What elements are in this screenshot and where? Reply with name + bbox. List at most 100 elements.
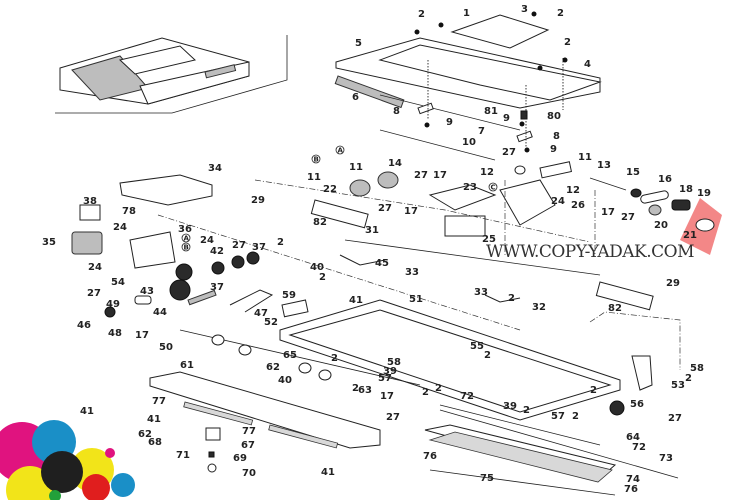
- callout-part-2: 2: [564, 37, 571, 48]
- callout-part-69: 69: [233, 453, 247, 464]
- callout-part-77: 77: [242, 426, 256, 437]
- part-42-gear: [175, 263, 193, 281]
- marker-b: [311, 154, 321, 164]
- callout-part-80: 80: [547, 111, 561, 122]
- cmyk-logo: [0, 420, 135, 500]
- part-15-shaft: [589, 177, 627, 191]
- part-24-bracket: [499, 179, 556, 226]
- callout-part-42: 42: [210, 246, 224, 257]
- top-cover-group: [334, 11, 602, 153]
- callout-part-2: 2: [418, 9, 425, 20]
- part-37-gear-3: [246, 251, 260, 265]
- callout-part-40: 40: [278, 375, 292, 386]
- callout-part-74: 74: [626, 474, 640, 485]
- assembly-line: [157, 214, 521, 331]
- callout-part-2: 2: [435, 383, 442, 394]
- part-22-roller: [349, 179, 371, 197]
- callout-part-43: 43: [140, 286, 154, 297]
- callout-part-39: 39: [383, 366, 397, 377]
- part-37-gear-2: [231, 255, 245, 269]
- inset-feeder-tray: [118, 45, 197, 75]
- callout-part-2: 2: [685, 373, 692, 384]
- callout-part-27: 27: [386, 412, 400, 423]
- part-46-gear: [104, 306, 116, 318]
- part-47-lever: [229, 289, 274, 313]
- callout-part-78: 78: [122, 206, 136, 217]
- callout-part-33: 33: [474, 287, 488, 298]
- part-23-bracket: [428, 184, 497, 211]
- callout-part-2: 2: [523, 405, 530, 416]
- part-64-strip: [439, 404, 601, 446]
- part-7-rod: [379, 94, 521, 131]
- callout-part-41: 41: [321, 467, 335, 478]
- part-10-shaft: [379, 129, 496, 161]
- part-14-roller: [377, 171, 399, 189]
- callout-part-68: 68: [148, 437, 162, 448]
- part-18-link: [640, 190, 669, 204]
- logo-circle-black: [41, 451, 83, 493]
- callout-part-19: 19: [697, 188, 711, 199]
- screw-icon: [424, 122, 430, 128]
- part-44-worm: [187, 289, 217, 306]
- logo-circle-green: [49, 490, 61, 500]
- part-67-holder: [205, 427, 221, 441]
- callout-part-9: 9: [550, 144, 557, 155]
- callout-part-76: 76: [423, 451, 437, 462]
- callout-part-59: 59: [282, 290, 296, 301]
- part-4-top-cover: [378, 44, 602, 101]
- marker-a-left: [181, 233, 191, 243]
- callout-part-62: 62: [266, 362, 280, 373]
- callout-part-2: 2: [277, 237, 284, 248]
- part-33-cable-2: [484, 294, 521, 303]
- callout-part-2: 2: [557, 8, 564, 19]
- callout-part-23: 23: [463, 182, 477, 193]
- callout-part-37: 37: [252, 242, 266, 253]
- callout-part-46: 46: [77, 320, 91, 331]
- callout-part-17: 17: [433, 170, 447, 181]
- callout-part-18: 18: [679, 184, 693, 195]
- part-37-gear: [211, 261, 225, 275]
- part-34-board: [119, 174, 213, 206]
- callout-part-4: 4: [584, 59, 591, 70]
- callout-part-27: 27: [502, 147, 516, 158]
- callout-part-82: 82: [313, 217, 327, 228]
- screw-icon: [531, 11, 537, 17]
- part-21-roller: [695, 218, 715, 232]
- screw-icon: [562, 57, 568, 63]
- callout-part-3: 3: [521, 4, 528, 15]
- callout-part-82: 82: [608, 303, 622, 314]
- callout-part-32: 32: [532, 302, 546, 313]
- roller: [238, 344, 252, 356]
- callout-part-37: 37: [210, 282, 224, 293]
- part-43-gear: [169, 279, 191, 301]
- callout-part-12: 12: [566, 185, 580, 196]
- callout-part-57: 57: [551, 411, 565, 422]
- part-75-strip-lower: [429, 469, 616, 496]
- callout-part-81: 81: [484, 106, 498, 117]
- callout-part-71: 71: [176, 450, 190, 461]
- callout-part-2: 2: [422, 387, 429, 398]
- callout-part-70: 70: [242, 468, 256, 479]
- part-8-bracket-2: [516, 130, 533, 143]
- callout-part-57: 57: [378, 373, 392, 384]
- callout-part-2: 2: [484, 350, 491, 361]
- callout-part-62: 62: [138, 429, 152, 440]
- part-8-bracket: [417, 102, 434, 115]
- callout-part-14: 14: [388, 158, 402, 169]
- callout-part-41: 41: [147, 414, 161, 425]
- callout-part-54: 54: [111, 277, 125, 288]
- inset-control-panel: [204, 64, 237, 79]
- callout-part-27: 27: [378, 203, 392, 214]
- callout-part-2: 2: [572, 411, 579, 422]
- callout-part-73: 73: [659, 453, 673, 464]
- callout-part-29: 29: [251, 195, 265, 206]
- callout-part-61: 61: [180, 360, 194, 371]
- callout-part-9: 9: [446, 117, 453, 128]
- callout-part-38: 38: [83, 196, 97, 207]
- callout-labels: 1 2 3 2 2 4 5 6 7 8 9 81 9 80 8 9 10 27 …: [42, 4, 711, 495]
- callout-part-72: 72: [632, 442, 646, 453]
- marker-c: [488, 182, 498, 192]
- logo-circle-magenta-small: [105, 448, 115, 458]
- drive-roller-group: [254, 129, 722, 255]
- callout-part-5: 5: [355, 38, 362, 49]
